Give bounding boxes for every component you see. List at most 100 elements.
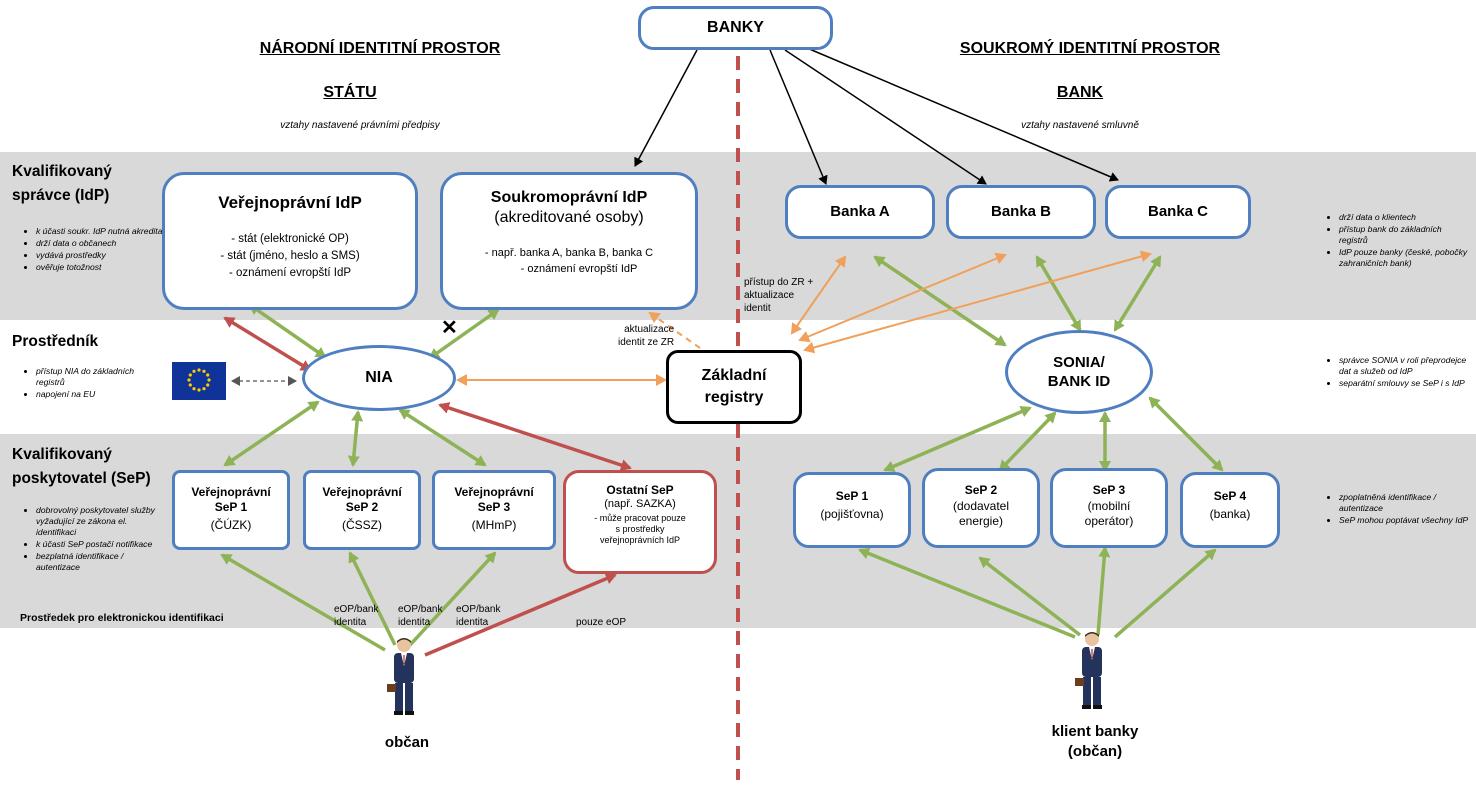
sep-other: Ostatní SeP (např. SAZKA) - může pracova… [563, 470, 717, 574]
link-nia-other-sep [438, 402, 632, 471]
right-notes-sep: zpoplatněná identifikace / autentizace S… [1325, 492, 1476, 527]
private-idp-line1: - např. banka A, banka B, banka C [484, 247, 654, 259]
client-to-sep2 [978, 556, 1082, 637]
label-line: identita [398, 617, 431, 628]
public-idp-box: Veřejnoprávní IdP - stát (elektronické O… [162, 172, 418, 310]
private-idp-line2: - oznámení evropští IdP [520, 263, 638, 275]
note: drží data o občanech [36, 238, 176, 249]
sep-bank-line: (mobilní [1087, 499, 1131, 513]
idp-line: - stát (elektronické OP) [231, 233, 349, 245]
note: ověřuje totožnost [36, 262, 176, 273]
label-zr-update: aktualizace identit ze ZR [618, 323, 674, 349]
section-idp-line2: správce (IdP) [12, 187, 110, 204]
right-notes-mid: správce SONIA v roli přeprodejce dat a s… [1325, 355, 1476, 390]
sep-bank-line: (dodavatel [952, 499, 1010, 513]
link-banka-b-sonia [1035, 255, 1082, 332]
banky-to-banka-a [769, 49, 828, 185]
link-public-idp-nia [248, 303, 327, 359]
label-line: eOP/bank [398, 604, 443, 615]
note: SeP mohou poptávat všechny IdP [1339, 515, 1476, 526]
header-private: SOUKROMÝ IDENTITNÍ PROSTOR [959, 40, 1221, 57]
link-private-idp-nia [428, 308, 500, 360]
banka-c-label: Banka C [1147, 203, 1209, 220]
sep-other-title: Ostatní SeP [606, 483, 674, 497]
registry-box: Základní registry [666, 350, 802, 424]
label-line: identita [334, 617, 367, 628]
registry-line1: Základní [701, 367, 767, 384]
sep-bank-1: SeP 1 (pojišťovna) [793, 472, 911, 548]
private-idp-title: Soukromoprávní IdP [490, 189, 648, 206]
section-sep-line1: Kvalifikovaný [12, 446, 112, 463]
nia-node: NIA [302, 345, 456, 411]
public-idp-lines: - stát (elektronické OP) - stát (jméno, … [165, 231, 415, 282]
sep-sub: (ČSSZ) [342, 518, 382, 532]
sep-sub: (ČÚZK) [210, 518, 252, 532]
label-zr-access: přístup do ZR + aktualizace identit [744, 276, 813, 315]
note: správce SONIA v roli přeprodejce dat a s… [1339, 355, 1476, 377]
link-banka-c-sonia [1113, 255, 1162, 332]
banky-to-banka-c [799, 44, 1119, 182]
sep-bank-title: SeP 1 [835, 489, 869, 503]
client-label: klient banky (občan) [1030, 722, 1160, 762]
sep-other-lines: - může pracovat pouze s prostředky veřej… [566, 513, 714, 546]
registry-line2: registry [704, 389, 764, 406]
section-mid: Prostředník [12, 333, 99, 350]
link-banka-b-registry [798, 252, 1007, 343]
sonia-node: SONIA/ BANK ID [1005, 330, 1153, 414]
sep-bank-4: SeP 4 (banka) [1180, 472, 1280, 548]
sep-title-line: SeP 2 [345, 500, 379, 514]
person-icon [1072, 630, 1112, 712]
header-state-sub: vztahy nastavené právními předpisy [280, 120, 440, 131]
sep-bank-line: (pojišťovna) [820, 507, 884, 521]
sep-public-1: Veřejnoprávní SeP 1 (ČÚZK) [172, 470, 290, 550]
sep-bank-line: energie) [958, 514, 1004, 528]
left-notes-idp: k účasti soukr. IdP nutná akreditace drž… [22, 226, 176, 274]
link-sonia-sep4 [1148, 396, 1224, 472]
label-eop-2: eOP/bank identita [398, 603, 442, 629]
right-notes-idp: drží data o klientech přístup bank do zá… [1325, 212, 1469, 270]
label-eop-only: pouze eOP [576, 617, 627, 628]
note: dobrovolný poskytovatel služby vyžadujíc… [36, 505, 156, 538]
label-eop-3: eOP/bank identita [456, 603, 500, 629]
label-line: identita [456, 617, 489, 628]
sep-public-2: Veřejnoprávní SeP 2 (ČSSZ) [303, 470, 421, 550]
nia-label: NIA [365, 369, 393, 386]
header-bank: BANK [1056, 84, 1104, 101]
eu-flag-icon [172, 362, 226, 400]
label-line: aktualizace [624, 324, 675, 335]
citizen-to-sep2 [348, 551, 397, 646]
header-national: NÁRODNÍ IDENTITNÍ PROSTOR [259, 40, 501, 57]
sep-title-line: SeP 3 [477, 500, 511, 514]
citizen-to-sep3 [408, 551, 497, 647]
label-line: eOP/bank [456, 604, 501, 615]
link-nia-sep2 [347, 410, 364, 467]
client-to-sep1 [858, 547, 1076, 639]
note: IdP pouze banky (české, pobočky zahranič… [1339, 247, 1469, 269]
sep-title-line: Veřejnoprávní [191, 485, 271, 499]
note: vydává prostředky [36, 250, 176, 261]
person-icon [384, 636, 424, 718]
note: k účasti SeP postačí notifikace [36, 539, 156, 550]
section-sep-line2: poskytovatel (SeP) [12, 470, 151, 487]
sep-bank-2: SeP 2 (dodavatel energie) [922, 468, 1040, 548]
sep-title-line: SeP 1 [214, 500, 248, 514]
idp-line: - oznámení evropští IdP [228, 267, 352, 279]
header-bank-sub: vztahy nastavené smluvně [1021, 120, 1139, 131]
sep-sub: (MHmP) [471, 518, 517, 532]
client-to-sep4 [1113, 548, 1217, 639]
note: zpoplatněná identifikace / autentizace [1339, 492, 1476, 514]
left-notes-sep: dobrovolný poskytovatel služby vyžadujíc… [22, 505, 156, 574]
sep-bank-title: SeP 4 [1213, 489, 1247, 503]
citizen-label: občan [384, 734, 430, 751]
banka-a-box: Banka A [785, 185, 935, 239]
sep-public-3: Veřejnoprávní SeP 3 (MHmP) [432, 470, 556, 550]
label-line: aktualizace [744, 290, 795, 301]
citizen-to-sep1 [220, 553, 386, 652]
label-eop-1: eOP/bank identita [334, 603, 378, 629]
sep-bank-line: operátor) [1084, 514, 1134, 528]
header-state: STÁTU [323, 84, 377, 101]
link-nia-sep1 [223, 400, 320, 467]
section-eid: Prostředek pro elektronickou identifikac… [20, 612, 224, 624]
banky-to-private-idp [634, 49, 698, 167]
